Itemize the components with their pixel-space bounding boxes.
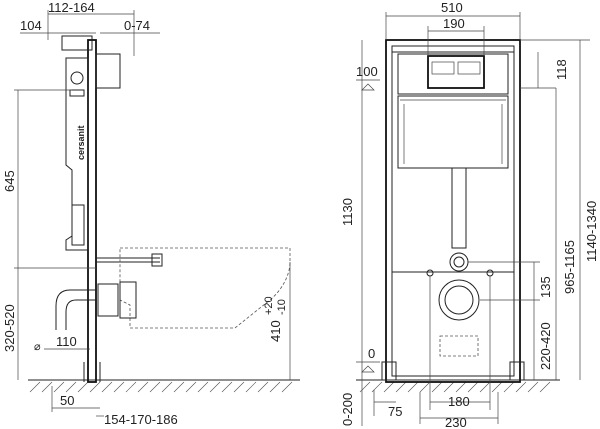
side-floor-hatch <box>29 381 293 393</box>
front-view: 510 190 100 118 1130 965-1165 1140-1340 … <box>340 0 599 429</box>
dim-bowl-minus: -10 <box>276 299 288 315</box>
side-actuator-plate <box>95 53 121 89</box>
dim-100-label: 100 <box>356 64 378 79</box>
front-actuator-opening <box>397 53 509 95</box>
dim-panel-label: 190 <box>443 16 465 31</box>
side-valve-circle <box>70 71 84 85</box>
side-wc-bowl-outline <box>119 247 291 329</box>
dim-bowl-plus: +20 <box>263 296 275 315</box>
front-drain-circle <box>438 279 480 321</box>
dim-floor-label: 154-170-186 <box>104 412 178 427</box>
dim-bowl-label: 410 <box>268 320 283 342</box>
dim-outlet-label: 320-520 <box>2 304 17 352</box>
dim-75-label: 75 <box>388 404 402 419</box>
side-cistern <box>65 57 89 251</box>
dim-118-label: 118 <box>554 59 569 80</box>
dim-1140-label: 1140-1340 <box>584 201 599 262</box>
dim-230-label: 230 <box>445 415 467 429</box>
dim-floor-front-label: 0-200 <box>340 393 355 426</box>
brand-label: cersanit <box>76 125 86 160</box>
front-cistern <box>397 95 509 169</box>
front-drain-outline <box>439 335 479 357</box>
front-floor-hatch <box>359 381 551 393</box>
side-view: cersanit 112-164 104 0-74 645 320-520 ⌀ <box>2 0 300 427</box>
front-stud-right <box>486 269 494 277</box>
front-stud-left <box>426 269 434 277</box>
side-frame-post <box>87 39 97 383</box>
dim-180-label: 180 <box>448 394 470 409</box>
dim-220-label: 220-420 <box>538 322 553 370</box>
front-flush-pipe <box>451 167 467 249</box>
dim-1130-label: 1130 <box>340 198 355 226</box>
dim-height-label: 645 <box>2 170 17 192</box>
front-foot-right <box>509 361 525 381</box>
dim-foot-label: 50 <box>60 393 74 408</box>
dim-top-label: 112-164 <box>48 0 95 15</box>
dim-pipe-label: 110 <box>56 334 77 349</box>
dim-965-label: 965-1165 <box>562 240 577 294</box>
side-drain-pipe <box>55 289 96 330</box>
dim-depth-label: 104 <box>20 18 42 33</box>
dim-zero-label: 0 <box>368 346 375 361</box>
front-actuator-panel <box>427 55 485 89</box>
dim-pipe-symbol: ⌀ <box>34 341 41 353</box>
dim-135-label: 135 <box>538 276 553 298</box>
side-top-bracket <box>61 35 93 51</box>
dim-offset-label: 0-74 <box>124 18 150 33</box>
front-frame <box>385 39 521 383</box>
side-drain-connector <box>97 283 119 317</box>
front-inlet-circle <box>449 252 469 272</box>
dim-width-label: 510 <box>441 0 463 15</box>
front-foot-left <box>381 361 397 381</box>
